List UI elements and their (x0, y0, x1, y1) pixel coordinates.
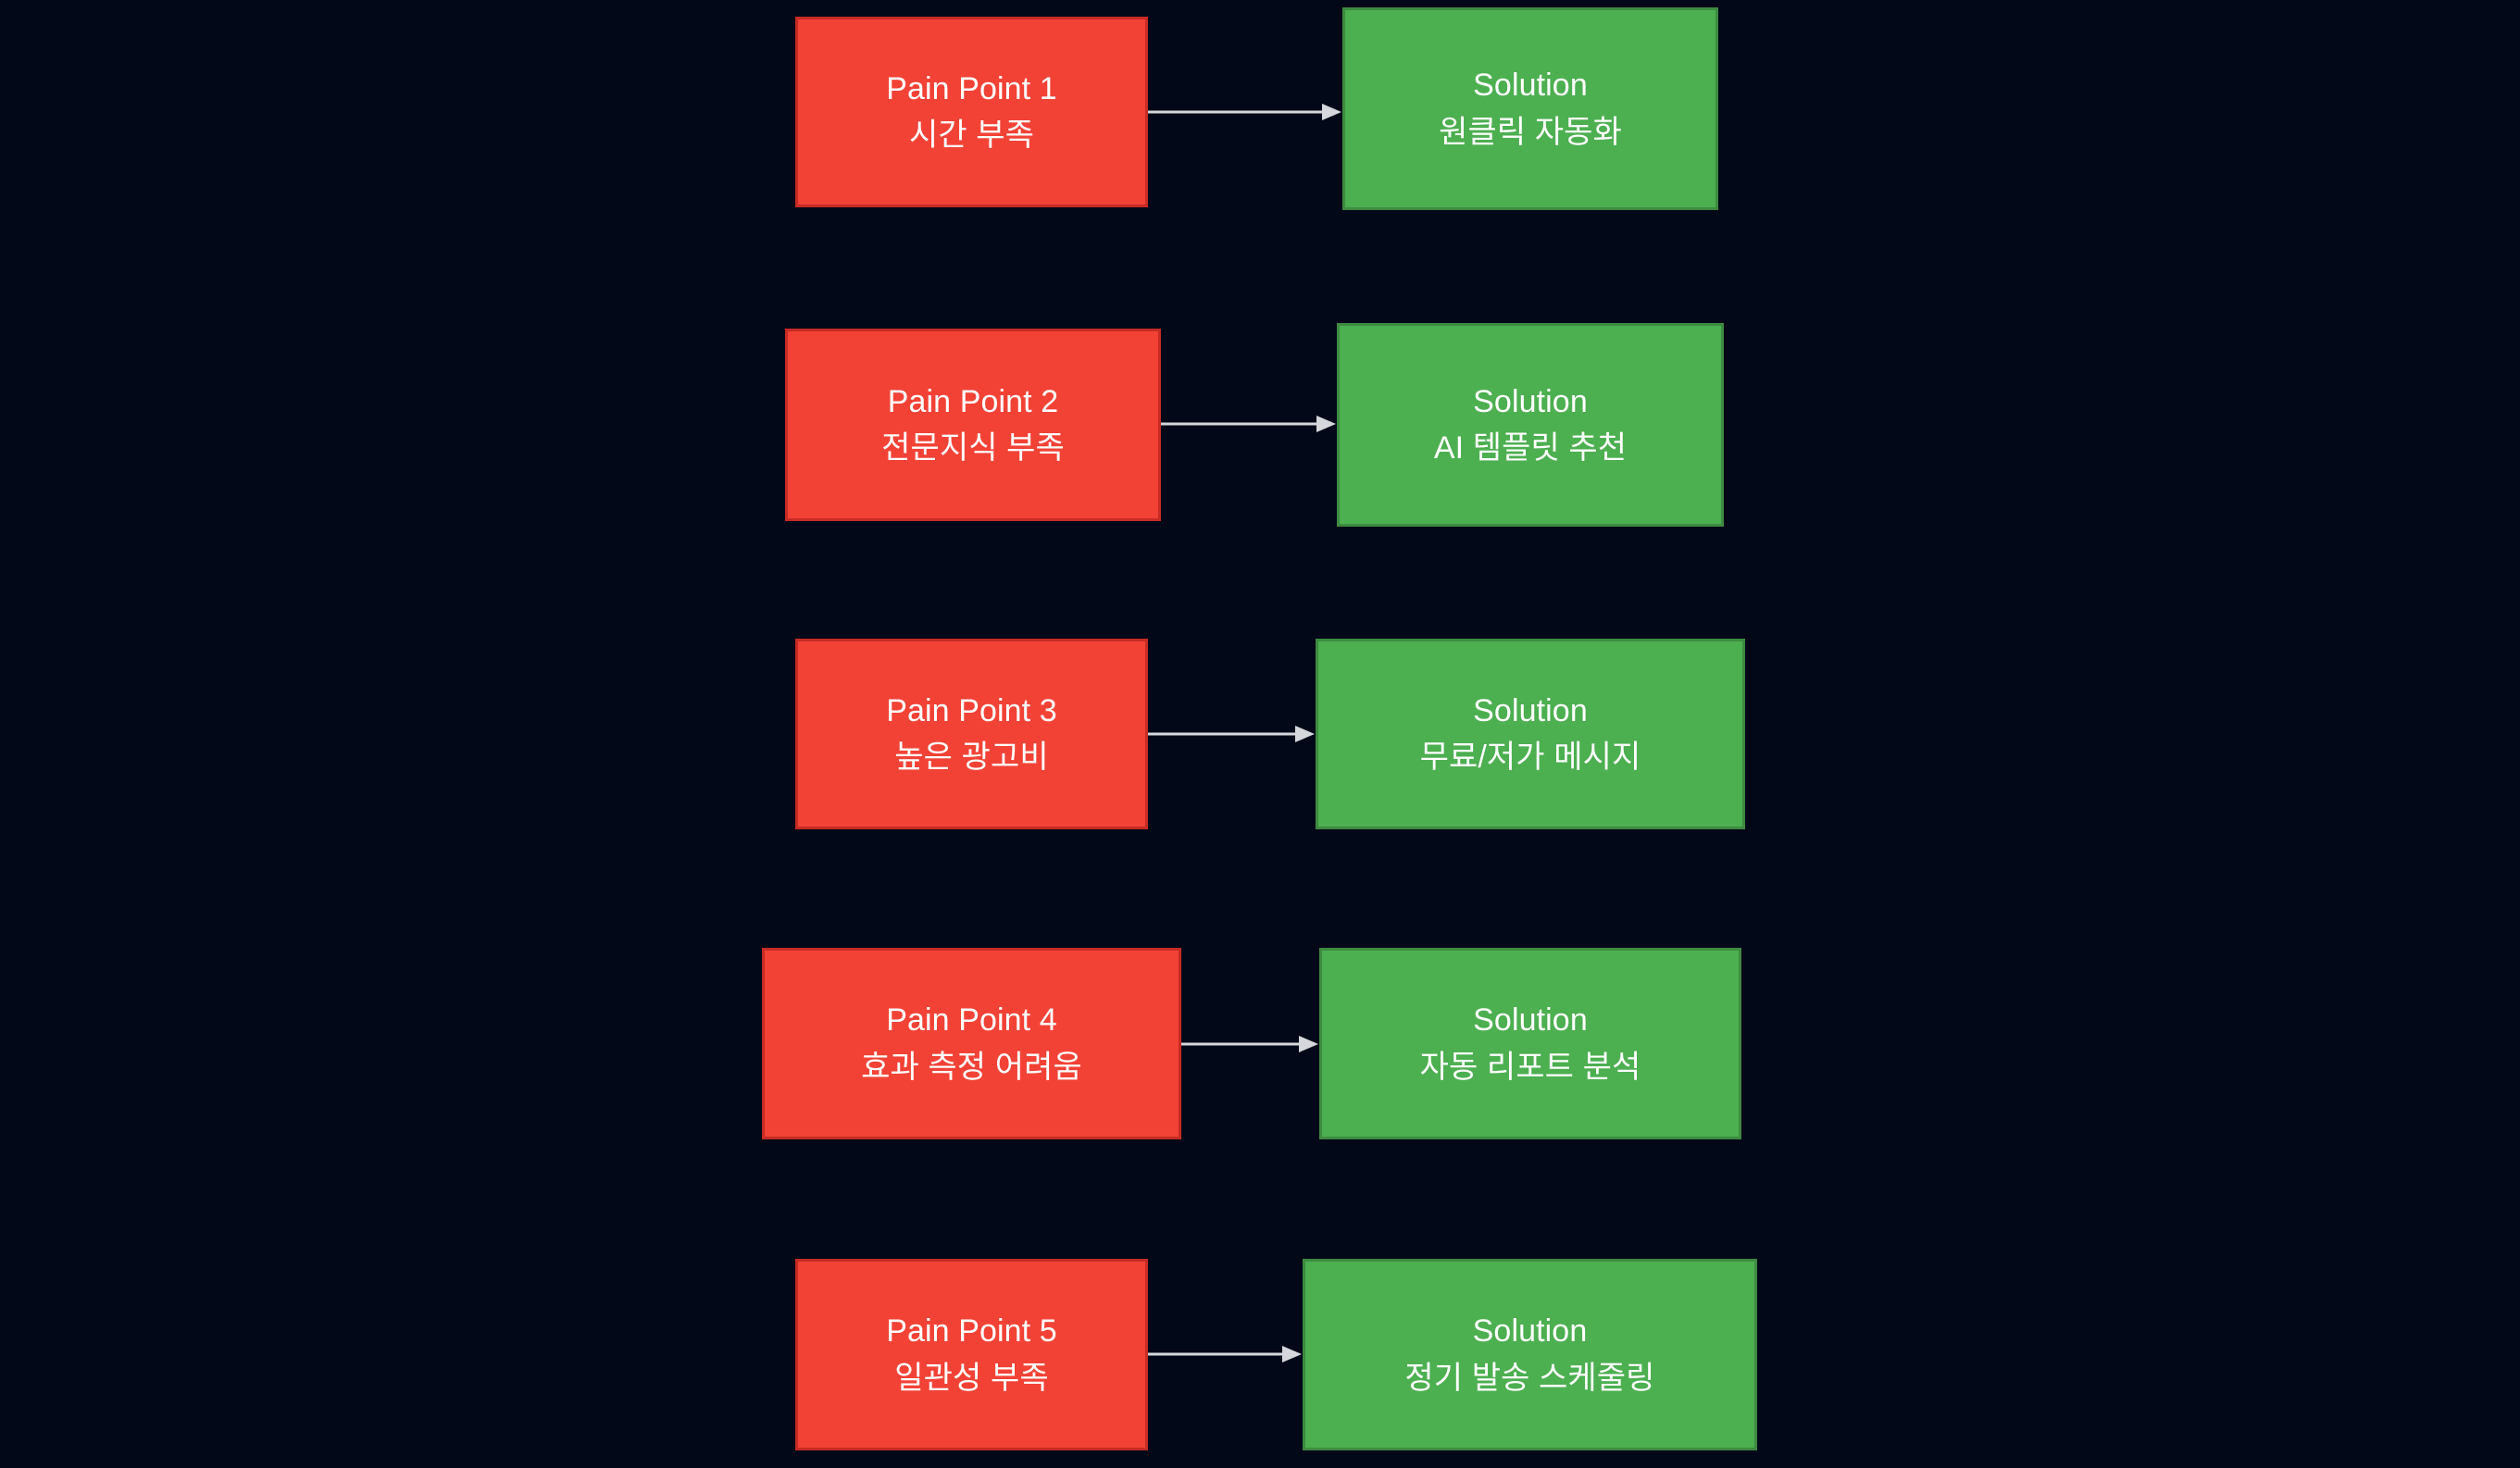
solution-box-2[interactable]: Solution AI 템플릿 추천 (1337, 323, 1724, 527)
solution-box-4[interactable]: Solution 자동 리포트 분석 (1319, 948, 1741, 1139)
pain-point-title-4: Pain Point 4 (886, 1002, 1057, 1039)
pain-point-detail-5: 일관성 부족 (894, 1360, 1049, 1396)
pain-point-box-1[interactable]: Pain Point 1 시간 부족 (795, 17, 1148, 207)
arrow-connector-5 (1148, 1343, 1303, 1365)
pain-point-box-4[interactable]: Pain Point 4 효과 측정 어려움 (762, 948, 1181, 1139)
solution-detail-5: 정기 발송 스케줄링 (1404, 1360, 1655, 1396)
pain-point-title-3: Pain Point 3 (886, 692, 1057, 728)
pain-point-detail-2: 전문지식 부족 (881, 430, 1065, 466)
solution-detail-4: 자동 리포트 분석 (1419, 1049, 1641, 1085)
arrow-connector-2 (1161, 413, 1337, 435)
pain-point-detail-1: 시간 부족 (908, 118, 1035, 153)
solution-title-5: Solution (1472, 1313, 1588, 1350)
solution-box-3[interactable]: Solution 무료/저가 메시지 (1316, 639, 1745, 829)
solution-title-1: Solution (1473, 68, 1588, 104)
pain-point-title-1: Pain Point 1 (886, 70, 1057, 106)
solution-detail-2: AI 템플릿 추천 (1433, 430, 1628, 466)
pain-point-box-3[interactable]: Pain Point 3 높은 광고비 (795, 639, 1148, 829)
pain-point-box-2[interactable]: Pain Point 2 전문지식 부족 (785, 329, 1161, 521)
arrow-connector-3 (1148, 723, 1316, 745)
solution-title-3: Solution (1473, 692, 1588, 728)
solution-box-5[interactable]: Solution 정기 발송 스케줄링 (1303, 1259, 1757, 1450)
pain-point-box-5[interactable]: Pain Point 5 일관성 부족 (795, 1259, 1148, 1450)
pain-point-title-2: Pain Point 2 (887, 383, 1059, 419)
arrow-connector-1 (1148, 101, 1342, 123)
pain-point-title-5: Pain Point 5 (886, 1313, 1057, 1350)
solution-title-4: Solution (1473, 1002, 1588, 1039)
solution-box-1[interactable]: Solution 원클릭 자동화 (1342, 7, 1718, 210)
arrow-connector-4 (1181, 1033, 1319, 1055)
solution-detail-1: 원클릭 자동화 (1439, 114, 1622, 150)
solution-title-2: Solution (1473, 383, 1588, 419)
solution-detail-3: 무료/저가 메시지 (1419, 740, 1641, 775)
pain-point-detail-4: 효과 측정 어려움 (861, 1049, 1082, 1085)
pain-point-detail-3: 높은 광고비 (894, 740, 1049, 775)
